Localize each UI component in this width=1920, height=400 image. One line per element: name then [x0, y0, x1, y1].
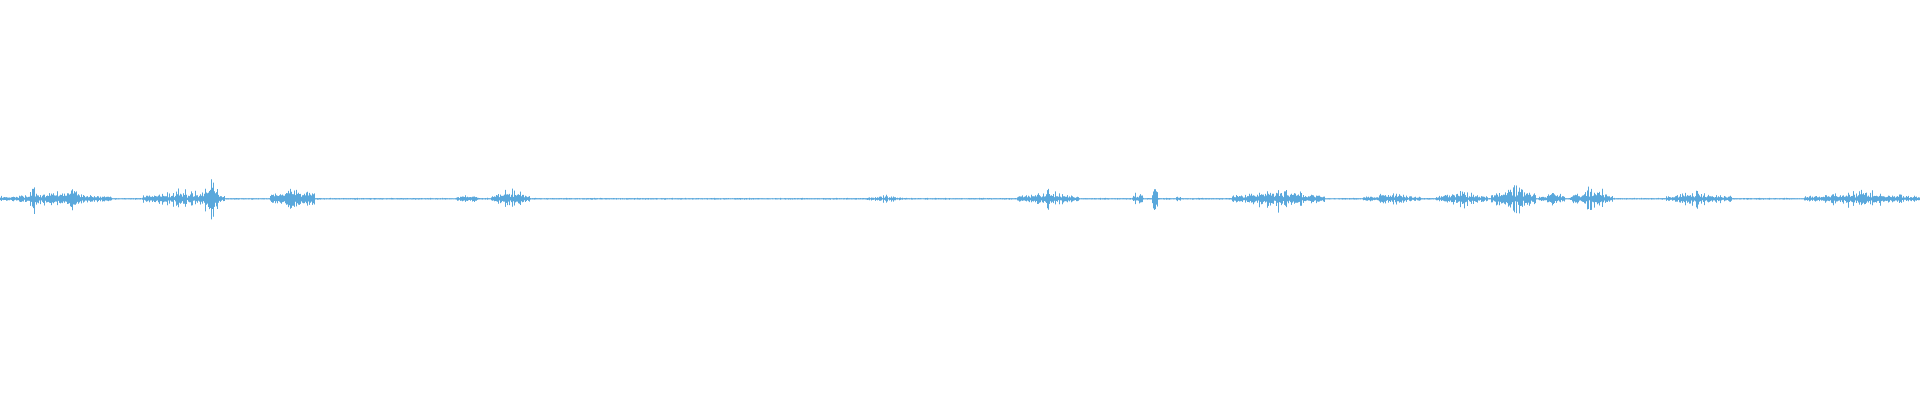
waveform-samples [0, 179, 1920, 220]
